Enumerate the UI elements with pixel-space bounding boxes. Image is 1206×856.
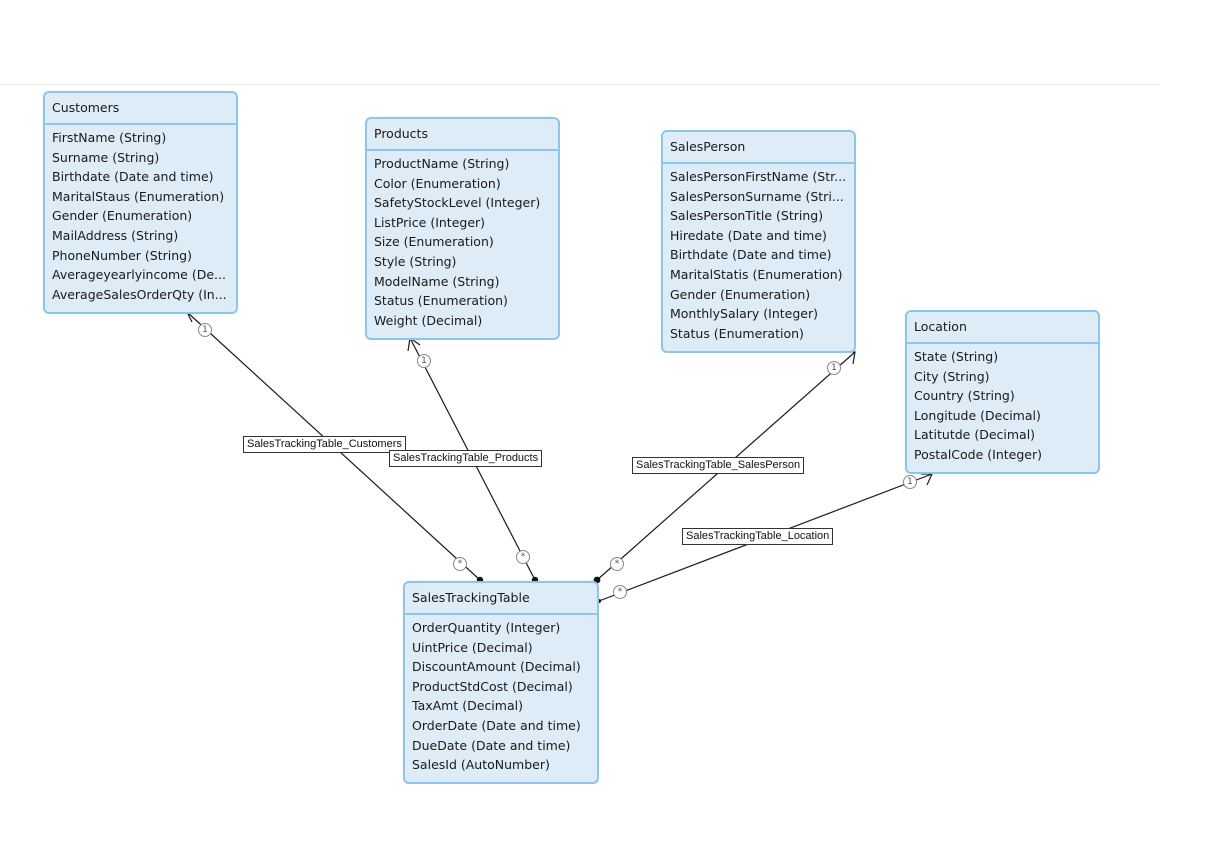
field-salesperson-firstname[interactable]: SalesPersonFirstName (Str...	[670, 169, 847, 184]
field-salesperson-status[interactable]: Status (Enumeration)	[670, 325, 804, 341]
field-salestracking-salesid[interactable]: SalesId (AutoNumber)	[412, 757, 550, 773]
field-products-productname[interactable]: ProductName (String)	[374, 156, 510, 171]
canvas-top-divider	[0, 84, 1160, 85]
entity-salesperson-title: SalesPerson	[663, 132, 854, 164]
multiplicity-one-salesperson: 1	[827, 361, 841, 375]
field-products-modelname[interactable]: ModelName (String)	[374, 273, 500, 289]
entity-salestracking-title: SalesTrackingTable	[405, 583, 597, 615]
entity-products[interactable]: Products ProductName (String) Color (Enu…	[365, 117, 560, 340]
field-customers-averageyearlyincome[interactable]: Averageyearlyincome (De...	[52, 267, 226, 283]
field-salesperson-birthdate[interactable]: Birthdate (Date and time)	[670, 247, 832, 263]
field-location-longitude[interactable]: Longitude (Decimal)	[914, 407, 1041, 423]
entity-customers-title: Customers	[45, 93, 236, 125]
field-customers-maritalstatus[interactable]: MaritalStaus (Enumeration)	[52, 188, 225, 204]
entity-location-title: Location	[907, 312, 1098, 344]
field-salesperson-gender[interactable]: Gender (Enumeration)	[670, 286, 811, 302]
entity-products-title: Products	[367, 119, 558, 151]
multiplicity-many-salesperson: *	[610, 557, 624, 571]
field-location-country[interactable]: Country (String)	[914, 388, 1015, 404]
field-products-color[interactable]: Color (Enumeration)	[374, 175, 501, 191]
multiplicity-one-location: 1	[903, 475, 917, 489]
field-customers-mailaddress[interactable]: MailAddress (String)	[52, 227, 179, 243]
field-salesperson-surname[interactable]: SalesPersonSurname (Stri...	[670, 188, 844, 204]
relation-label-products[interactable]: SalesTrackingTable_Products	[389, 450, 543, 467]
relation-label-customers[interactable]: SalesTrackingTable_Customers	[243, 436, 406, 453]
multiplicity-many-products: *	[516, 550, 530, 564]
field-customers-averagesalesorderqty[interactable]: AverageSalesOrderQty (In...	[52, 286, 227, 302]
field-products-listprice[interactable]: ListPrice (Integer)	[374, 214, 486, 230]
field-salestracking-productstdcost[interactable]: ProductStdCost (Decimal)	[412, 678, 573, 694]
field-salesperson-maritalstatus[interactable]: MaritalStatis (Enumeration)	[670, 266, 843, 282]
field-location-city[interactable]: City (String)	[914, 368, 990, 384]
relation-label-salesperson[interactable]: SalesTrackingTable_SalesPerson	[632, 457, 805, 474]
field-salestracking-duedate[interactable]: DueDate (Date and time)	[412, 737, 571, 753]
entity-salestracking-fields: OrderQuantity (Integer) UintPrice (Decim…	[405, 615, 597, 775]
entity-customers[interactable]: Customers FirstName (String) Surname (St…	[43, 91, 238, 314]
field-customers-gender[interactable]: Gender (Enumeration)	[52, 208, 193, 224]
entity-location-fields: State (String) City (String) Country (St…	[907, 344, 1098, 465]
field-customers-firstname[interactable]: FirstName (String)	[52, 130, 167, 145]
multiplicity-one-customers: 1	[198, 323, 212, 337]
entity-products-fields: ProductName (String) Color (Enumeration)…	[367, 151, 558, 330]
entity-customers-fields: FirstName (String) Surname (String) Birt…	[45, 125, 236, 304]
field-salesperson-monthlysalary[interactable]: MonthlySalary (Integer)	[670, 306, 819, 322]
relation-label-location[interactable]: SalesTrackingTable_Location	[682, 528, 834, 545]
field-location-state[interactable]: State (String)	[914, 349, 999, 364]
field-customers-birthdate[interactable]: Birthdate (Date and time)	[52, 169, 214, 185]
field-customers-surname[interactable]: Surname (String)	[52, 149, 160, 165]
field-products-weight[interactable]: Weight (Decimal)	[374, 312, 483, 328]
arrow-location-icon	[921, 473, 933, 486]
field-salestracking-taxamt[interactable]: TaxAmt (Decimal)	[412, 698, 523, 714]
field-products-style[interactable]: Style (String)	[374, 253, 457, 269]
entity-salestracking[interactable]: SalesTrackingTable OrderQuantity (Intege…	[403, 581, 599, 784]
field-customers-phonenumber[interactable]: PhoneNumber (String)	[52, 247, 192, 263]
field-salestracking-orderdate[interactable]: OrderDate (Date and time)	[412, 717, 581, 733]
multiplicity-one-products: 1	[417, 354, 431, 368]
field-products-safetystocklevel[interactable]: SafetyStockLevel (Integer)	[374, 195, 541, 211]
entity-salesperson[interactable]: SalesPerson SalesPersonFirstName (Str...…	[661, 130, 856, 353]
field-products-status[interactable]: Status (Enumeration)	[374, 293, 508, 309]
field-salesperson-hiredate[interactable]: Hiredate (Date and time)	[670, 227, 827, 243]
field-salestracking-orderquantity[interactable]: OrderQuantity (Integer)	[412, 620, 561, 635]
field-products-size[interactable]: Size (Enumeration)	[374, 234, 494, 250]
field-salestracking-unitprice[interactable]: UintPrice (Decimal)	[412, 639, 533, 655]
multiplicity-many-customers: *	[453, 557, 467, 571]
entity-salesperson-fields: SalesPersonFirstName (Str... SalesPerson…	[663, 164, 854, 343]
field-salesperson-title[interactable]: SalesPersonTitle (String)	[670, 208, 824, 224]
field-location-latitude[interactable]: Latitutde (Decimal)	[914, 427, 1036, 443]
field-salestracking-discountamount[interactable]: DiscountAmount (Decimal)	[412, 659, 581, 675]
field-location-postalcode[interactable]: PostalCode (Integer)	[914, 446, 1042, 462]
multiplicity-many-location: *	[613, 585, 627, 599]
entity-location[interactable]: Location State (String) City (String) Co…	[905, 310, 1100, 474]
